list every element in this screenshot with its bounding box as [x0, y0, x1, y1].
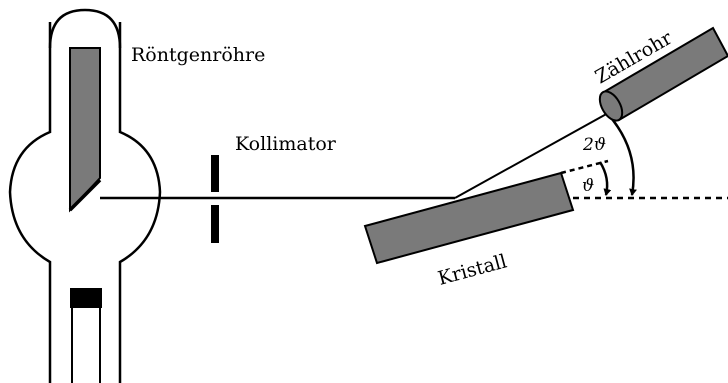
- xray-tube-outline: [8, 22, 162, 383]
- xray-tube-top: [48, 8, 122, 49]
- collimator-lower: [211, 205, 219, 243]
- crystal: [363, 171, 575, 265]
- diffracted-beam: [454, 111, 611, 199]
- angle-arc-single: [598, 161, 612, 196]
- cathode: [70, 288, 102, 308]
- angle-single-label: ϑ: [582, 176, 594, 196]
- crystal-label: Kristall: [436, 250, 510, 289]
- angle-arc-double: [606, 112, 637, 196]
- angle-double-label: 2ϑ: [582, 135, 606, 155]
- tube-label: Röntgenröhre: [131, 44, 265, 66]
- collimator-label: Kollimator: [235, 133, 337, 155]
- anode-face: [68, 178, 102, 212]
- counter-tube: [598, 26, 728, 122]
- anode: [69, 47, 101, 213]
- collimator-upper: [211, 155, 219, 192]
